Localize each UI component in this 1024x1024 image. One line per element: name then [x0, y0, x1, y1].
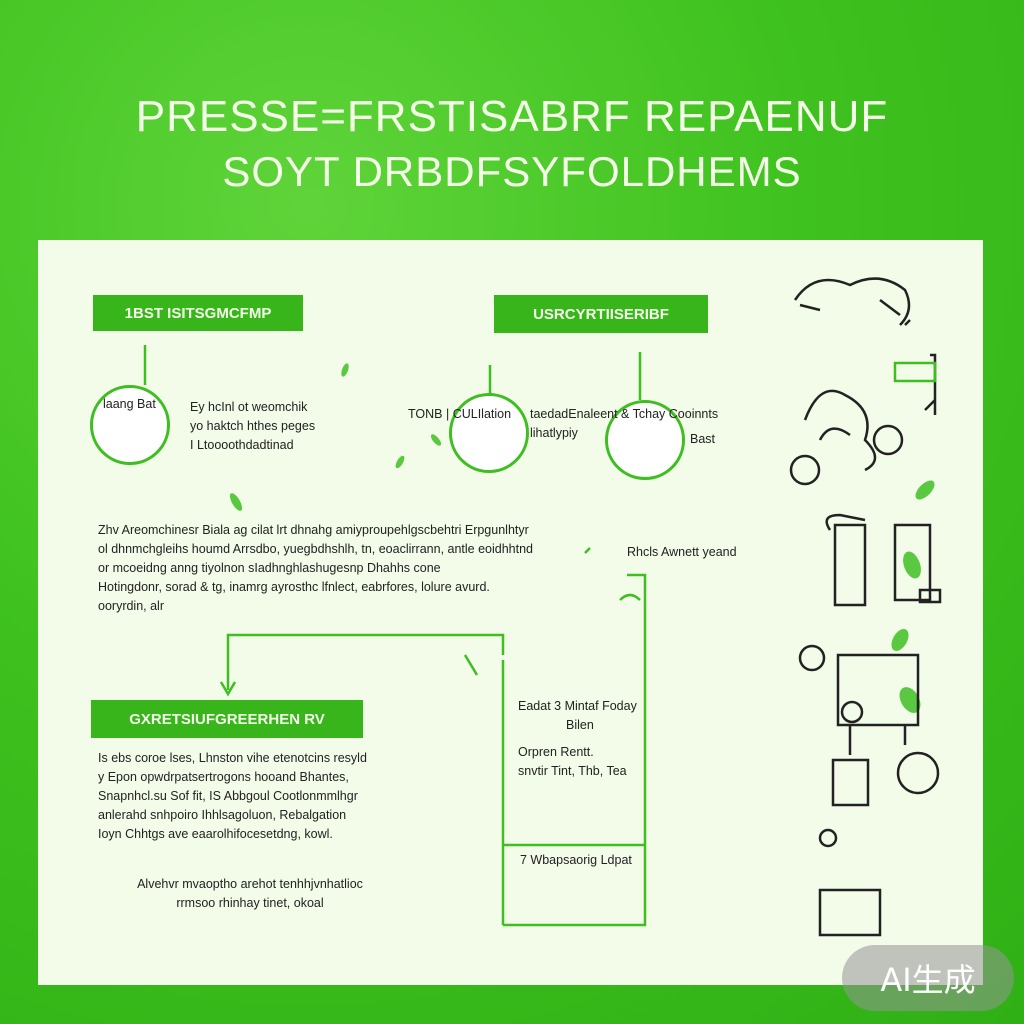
page-title-line-1: PRESSE=FRSTISABRF REPAENUF	[135, 92, 889, 141]
node-2-label: TONB | CULIlation	[408, 407, 512, 421]
section-tag-2: USRCYRTIISERIBF	[494, 295, 708, 333]
node-3-label: Bast	[690, 432, 716, 446]
sketch-icons	[789, 277, 942, 937]
ai-generated-badge: AI生成	[842, 945, 1014, 1011]
text-block-2: taedadEnaleent & Tchay Cooinnts lihatlyp…	[530, 407, 719, 440]
text-block-3: Is ebs coroe lses, Lhnston vihe etenotci…	[98, 751, 367, 841]
node-circle-3	[605, 400, 685, 480]
node-circle-1	[90, 385, 170, 465]
text-block-4: Alvehvr mvaoptho arehot tenhhjvnhatlioc …	[137, 877, 363, 910]
node-1-label: laang Bat	[103, 397, 156, 411]
section-tag-3: GXRETSIUFGREERHEN RV	[91, 700, 363, 738]
text-block-1: Ey hcInl ot weomchik yo haktch hthes peg…	[190, 400, 316, 452]
diagram-panel	[38, 240, 983, 985]
section-tag-1: 1BST ISITSGMCFMP	[93, 295, 303, 331]
list-block-2: 7 Wbapsaorig Ldpat	[520, 853, 632, 867]
page-title-line-2: SOYT DRBDFSYFOLDHEMS	[222, 148, 802, 195]
main-paragraph: Zhv Areomchinesr Biala ag cilat lrt dhna…	[98, 523, 534, 613]
list-block-1: Eadat 3 Mintaf Foday Bilen Orpren Rentt.…	[518, 699, 637, 778]
node-circle-2	[449, 393, 529, 473]
side-note: Rhcls Awnett yeand	[627, 545, 737, 559]
